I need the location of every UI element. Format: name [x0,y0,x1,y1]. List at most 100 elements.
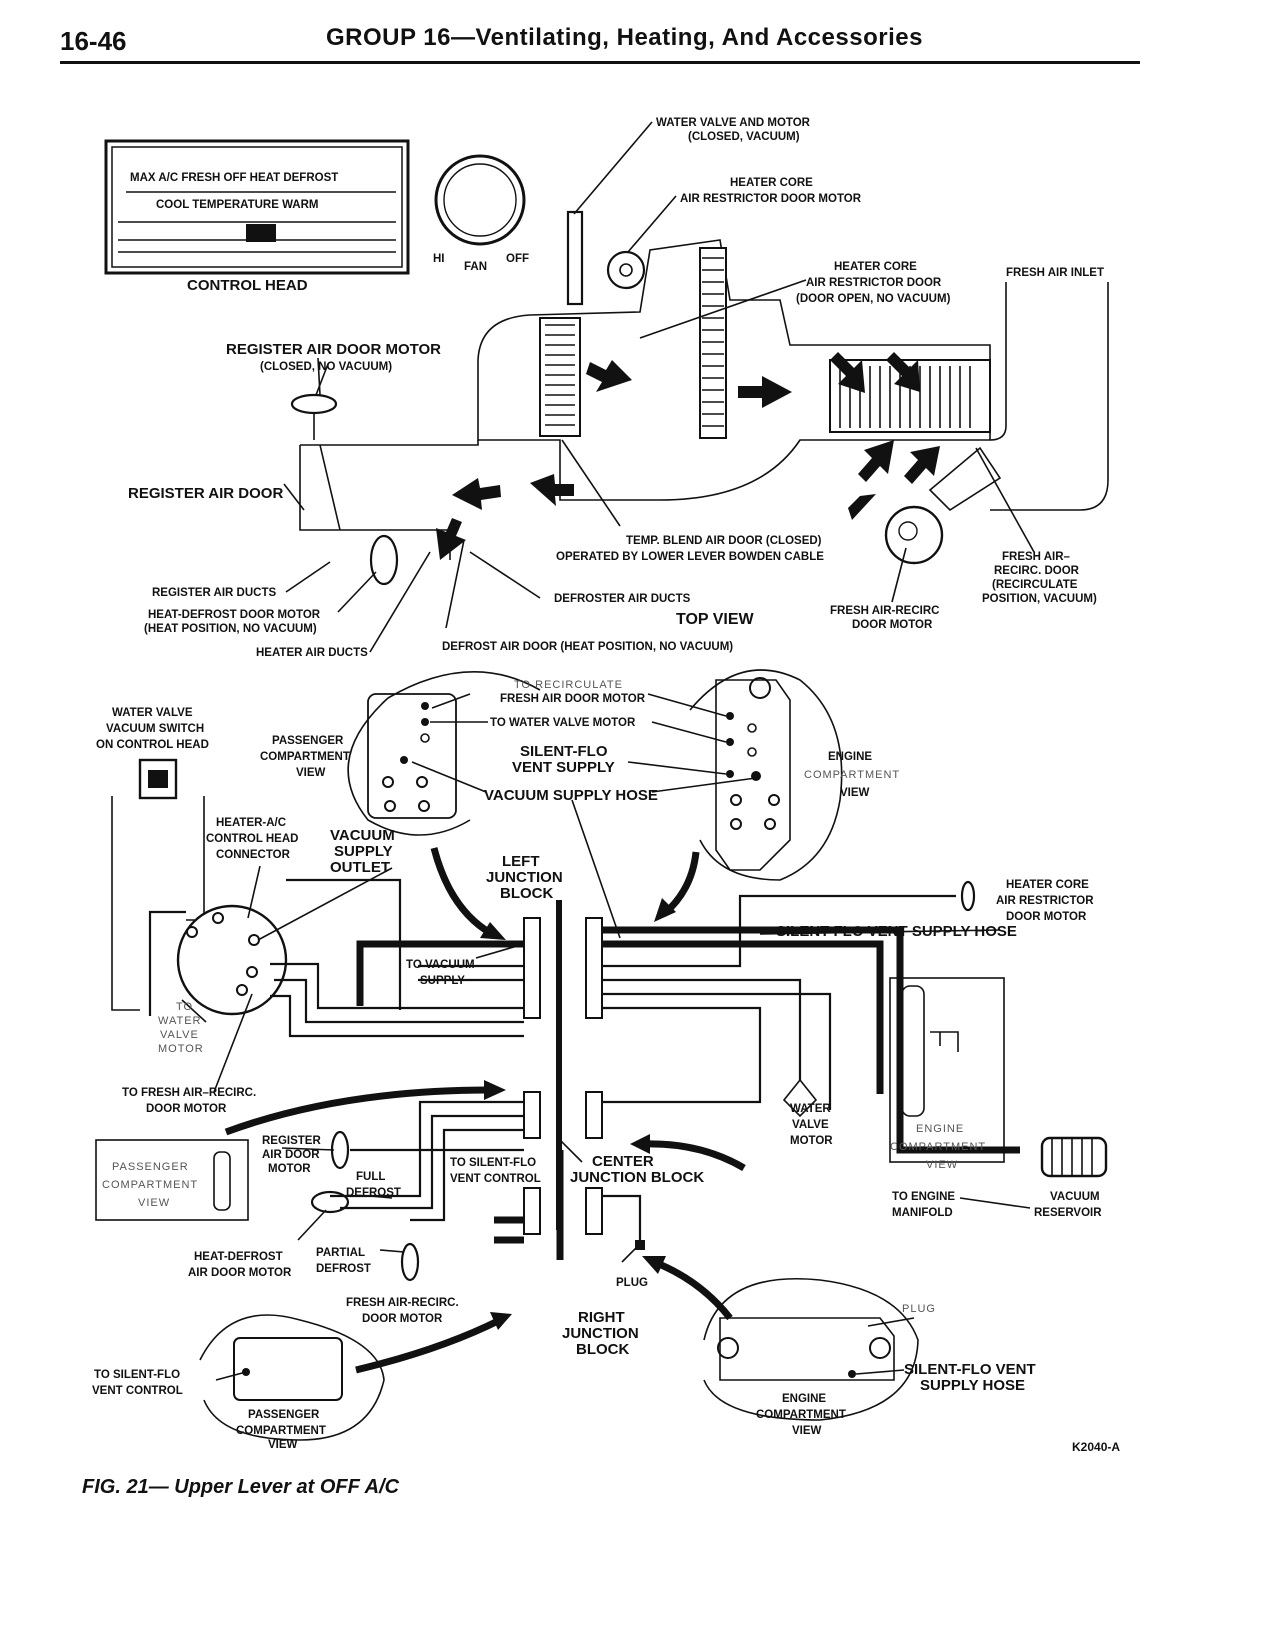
connector-passenger-view-oval [347,671,541,836]
label-bottom-passenger-3: VIEW [268,1439,298,1451]
label-heater-air-ducts: HEATER AIR DUCTS [256,647,368,659]
label-fresh-air-recirc-motor-1: FRESH AIR-RECIRC [830,605,939,617]
label-fresh-air-motor-2: DOOR MOTOR [362,1313,443,1325]
label-defrost-air-door: DEFROST AIR DOOR (HEAT POSITION, NO VACU… [442,641,733,653]
label-heater-core-door-2: AIR RESTRICTOR DOOR [806,277,942,289]
connector-engine-view-oval [689,669,843,881]
vacuum-circuit-labels: WATER VALVE VACUUM SWITCH ON CONTROL HEA… [92,679,1102,1451]
label-supply-outlet-3: OUTLET [330,859,390,876]
label-to-fresh-air-1: TO FRESH AIR–RECIRC. [122,1087,256,1099]
label-to-water-valve-1: TO [176,1001,193,1013]
label-top-view: TOP VIEW [676,611,755,628]
bottom-passenger-compartment-oval [199,1314,385,1441]
vacuum-reservoir [1040,1136,1108,1178]
label-engine-box-2: COMPARTMENT [890,1141,986,1153]
label-water-valve-motor-2: (CLOSED, VACUUM) [688,131,800,143]
label-fresh-air-recirc-door-4: POSITION, VACUUM) [982,593,1097,605]
label-heater-core-motor-v2: AIR RESTRICTOR [996,895,1094,907]
label-vacuum-supply-hose: VACUUM SUPPLY HOSE [484,787,658,804]
label-water-valve-motor-v3: MOTOR [790,1135,833,1147]
figure-caption: FIG. 21— Upper Lever at OFF A/C [82,1476,400,1498]
label-heater-core-motor-1: HEATER CORE [730,177,813,189]
figure-code: K2040-A [1072,1440,1121,1454]
label-fresh-air-recirc-door-2: RECIRC. DOOR [994,565,1080,577]
control-head-top-row: MAX A/C FRESH OFF HEAT DEFROST [130,172,338,184]
label-connector-2: CONTROL HEAD [206,833,298,845]
label-water-valve-motor-v2: VALVE [792,1119,829,1131]
label-silent-flo-supply-2: VENT SUPPLY [512,759,615,776]
fresh-air-inlet-duct [989,282,1109,511]
label-heat-defrost-motor-v1: HEAT-DEFROST [194,1251,283,1263]
label-to-manifold-2: MANIFOLD [892,1207,953,1219]
center-junction-block [556,900,603,1230]
label-water-valve-switch-3: ON CONTROL HEAD [96,739,209,751]
label-bottom-silent-hose-2: SUPPLY HOSE [920,1377,1025,1394]
label-engine-view-3: VIEW [840,787,870,799]
page-title: GROUP 16—Ventilating, Heating, And Acces… [326,24,923,51]
label-left-block-3: BLOCK [500,885,553,902]
label-supply-outlet-1: VACUUM [330,827,395,844]
label-water-valve-motor-1: WATER VALVE AND MOTOR [656,117,811,129]
fresh-air-recirc-motor [884,446,1002,565]
label-passenger-box-3: VIEW [138,1197,170,1209]
label-bottom-plug: PLUG [902,1303,936,1315]
label-register-air-door-motor-1: REGISTER AIR DOOR MOTOR [226,341,441,358]
label-full-defrost-2: DEFROST [346,1187,401,1199]
label-passenger-box-1: PASSENGER [112,1161,189,1173]
register-air-door-motor [290,357,338,440]
label-heater-core-door-3: (DOOR OPEN, NO VACUUM) [796,293,951,305]
register-air-door-motor-symbol [330,1130,350,1170]
temperature-lever [246,224,276,242]
top-view-leaders [283,121,1035,653]
label-connector-1: HEATER-A/C [216,817,286,829]
label-register-motor-1: REGISTER [262,1135,321,1147]
heater-core-air-restrictor-door-motor-symbol [960,880,976,912]
label-to-water-valve-motor: TO WATER VALVE MOTOR [490,717,636,729]
label-full-defrost-1: FULL [356,1171,385,1183]
bottom-engine-compartment-oval [703,1278,919,1421]
label-register-motor-3: MOTOR [268,1163,311,1175]
label-to-water-valve-4: MOTOR [158,1043,204,1055]
connector-oval-leaders [411,693,757,939]
blower [829,359,991,433]
fan-hi-label: HI [433,253,445,265]
label-to-recirculate-1: TO RECIRCULATE [514,679,623,691]
label-heater-core-motor-v1: HEATER CORE [1006,879,1089,891]
label-temp-blend-2: OPERATED BY LOWER LEVER BOWDEN CABLE [556,551,824,563]
label-passenger-view-3: VIEW [296,767,326,779]
label-fresh-air-inlet: FRESH AIR INLET [1006,267,1104,279]
label-partial-defrost-2: DEFROST [316,1263,371,1275]
label-left-block-2: JUNCTION [486,869,563,886]
label-engine-box-1: ENGINE [916,1123,964,1135]
control-head: MAX A/C FRESH OFF HEAT DEFROST COOL TEMP… [104,139,410,294]
evaporator-core [699,247,727,439]
label-heat-defrost-motor-v2: AIR DOOR MOTOR [188,1267,292,1279]
control-head-connector [176,904,288,1016]
water-valve-motor-symbol [782,1078,818,1118]
heater-assembly-top-view [290,210,1109,586]
label-heat-defrost-motor-2: (HEAT POSITION, NO VACUUM) [144,623,317,635]
label-bottom-engine-1: ENGINE [782,1393,826,1405]
label-bottom-silent-hose-1: SILENT-FLO VENT [904,1361,1036,1378]
label-heater-core-door-1: HEATER CORE [834,261,917,273]
label-passenger-view-1: PASSENGER [272,735,344,747]
label-partial-defrost-1: PARTIAL [316,1247,365,1259]
plug-symbol [635,1240,645,1250]
fan-label: FAN [464,261,487,273]
label-register-motor-2: AIR DOOR [262,1149,320,1161]
passenger-compartment-inset [95,1139,249,1221]
top-view-labels: WATER VALVE AND MOTOR (CLOSED, VACUUM) H… [128,117,1104,659]
label-bottom-engine-3: VIEW [792,1425,822,1437]
label-to-vacuum-supply-1: TO VACUUM [406,959,475,971]
label-engine-view-2: COMPARTMENT [804,769,900,781]
vacuum-leaders [181,865,1031,1381]
label-bottom-engine-2: COMPARTMENT [756,1409,846,1421]
heat-defrost-door-motor [369,534,399,586]
heat-defrost-air-door-motor-symbol [310,1190,350,1214]
label-to-water-valve-2: WATER [158,1015,202,1027]
label-register-air-ducts: REGISTER AIR DUCTS [152,587,276,599]
fan-off-label: OFF [506,253,529,265]
label-to-fresh-air-2: DOOR MOTOR [146,1103,227,1115]
